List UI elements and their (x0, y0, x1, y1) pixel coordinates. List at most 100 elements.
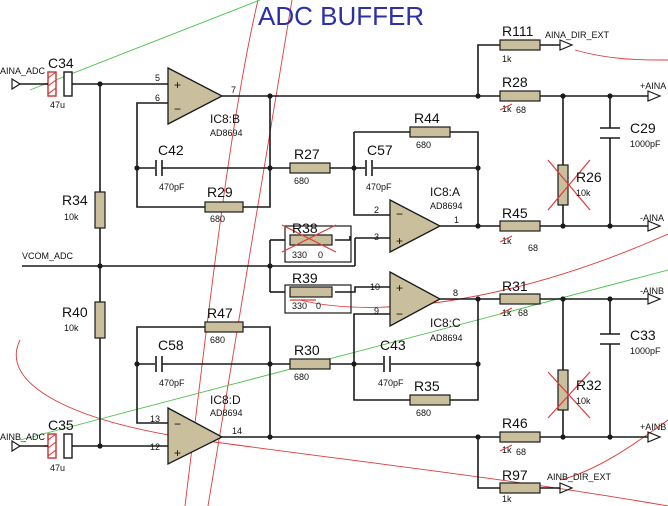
svg-text:680: 680 (210, 335, 225, 345)
resistor-r30: R30 680 (289, 342, 331, 382)
resistor-r29: R29 680 (204, 184, 244, 224)
svg-text:AINA_DIR_EXT: AINA_DIR_EXT (545, 30, 610, 40)
resistor-r31: R31 1k 68 (499, 278, 541, 318)
svg-text:6: 6 (155, 93, 160, 103)
cap-c43: C43 470pF (378, 337, 406, 388)
svg-text:R46: R46 (502, 415, 528, 431)
svg-text:AD8694: AD8694 (430, 201, 463, 211)
guide-curves (15, 0, 668, 506)
opamp-ic8c: + − 10 9 8 IC8:C AD8694 (370, 270, 463, 343)
svg-text:68: 68 (518, 308, 528, 318)
resistor-r34: R34 10k (62, 191, 106, 229)
port-aina-dir-ext: AINA_DIR_EXT (545, 30, 610, 51)
svg-text:AD8694: AD8694 (430, 333, 463, 343)
svg-text:1000pF: 1000pF (630, 139, 661, 149)
svg-text:C33: C33 (630, 327, 656, 343)
svg-text:AINA_ADC: AINA_ADC (0, 66, 46, 76)
svg-text:C29: C29 (630, 120, 656, 136)
resistor-r46: R46 1k 68 (499, 415, 541, 457)
opamp-ic8a: − + 2 3 1 IC8:A AD8694 (374, 185, 463, 254)
resistor-r26: R26 10k (547, 159, 602, 211)
svg-text:3: 3 (374, 232, 379, 242)
svg-text:R30: R30 (294, 342, 320, 358)
svg-text:10k: 10k (64, 212, 79, 222)
svg-text:R28: R28 (502, 74, 528, 90)
junctions (97, 81, 613, 449)
resistor-r47: R47 680 (204, 305, 244, 345)
svg-text:R31: R31 (502, 278, 528, 294)
cap-c33: C33 1000pF (600, 327, 661, 356)
resistor-r44: R44 680 (409, 110, 451, 150)
opamp-ic8b: + − 5 6 7 IC8:B AD8694 (155, 66, 243, 138)
svg-text:C58: C58 (158, 337, 184, 353)
svg-text:R97: R97 (502, 467, 528, 483)
svg-text:+AINB: +AINB (640, 422, 666, 432)
opamp-ic8d: − + 13 12 14 IC8:D AD8694 (150, 393, 243, 466)
svg-text:R45: R45 (502, 205, 528, 221)
port-vcom-adc: VCOM_ADC (22, 251, 74, 261)
svg-text:10: 10 (370, 282, 380, 292)
svg-text:0: 0 (318, 250, 323, 260)
svg-text:+AINA: +AINA (640, 81, 666, 91)
svg-text:12: 12 (150, 442, 160, 452)
svg-text:R35: R35 (414, 378, 440, 394)
cap-c29: C29 1000pF (600, 120, 661, 149)
svg-text:IC8:B: IC8:B (210, 112, 240, 126)
svg-text:R44: R44 (414, 110, 440, 126)
svg-text:C43: C43 (380, 337, 406, 353)
svg-text:AINB_ADC: AINB_ADC (0, 432, 46, 442)
svg-text:−: − (396, 207, 403, 221)
svg-text:680: 680 (210, 214, 225, 224)
resistor-r39: R39 330 0 (284, 270, 352, 314)
port-ainb-adc: AINB_ADC (0, 432, 46, 453)
resistor-r111: R111 1k (499, 23, 541, 64)
svg-text:+: + (174, 78, 181, 92)
svg-text:680: 680 (416, 140, 431, 150)
resistor-r97: R97 1k (499, 467, 541, 504)
svg-text:IC8:C: IC8:C (430, 316, 461, 330)
svg-text:14: 14 (232, 426, 242, 436)
svg-text:680: 680 (294, 372, 309, 382)
svg-text:AD8694: AD8694 (210, 408, 243, 418)
svg-text:5: 5 (155, 73, 160, 83)
svg-text:C42: C42 (158, 142, 184, 158)
resistor-r40: R40 10k (62, 301, 106, 339)
resistor-r45: R45 1k 68 (499, 205, 541, 253)
svg-text:+: + (174, 446, 181, 460)
svg-text:R34: R34 (62, 192, 88, 208)
svg-text:0: 0 (316, 301, 321, 311)
svg-text:−: − (174, 417, 181, 431)
svg-text:8: 8 (453, 288, 458, 298)
cap-c58: C58 470pF (155, 337, 185, 388)
svg-text:IC8:A: IC8:A (430, 185, 460, 199)
resistor-r35: R35 680 (409, 378, 451, 418)
svg-text:470pF: 470pF (159, 182, 185, 192)
port-ainb-pos: +AINB (640, 422, 666, 443)
svg-text:1k: 1k (502, 494, 512, 504)
svg-text:R111: R111 (502, 23, 534, 39)
port-aina-pos: +AINA (640, 81, 666, 102)
svg-text:-AINB: -AINB (640, 286, 664, 296)
svg-text:R26: R26 (576, 169, 602, 185)
svg-text:1k: 1k (502, 308, 512, 318)
svg-text:68: 68 (528, 243, 538, 253)
svg-text:10k: 10k (64, 323, 79, 333)
port-ainb-neg: -AINB (640, 286, 664, 305)
svg-text:47u: 47u (50, 463, 65, 473)
port-ainb-dir-ext: AINB_DIR_EXT (547, 472, 612, 494)
port-aina-adc: AINA_ADC (0, 66, 46, 91)
svg-text:−: − (396, 307, 403, 321)
svg-text:AD8694: AD8694 (210, 128, 243, 138)
cap-c35: C35 47u (44, 417, 74, 473)
svg-text:330: 330 (292, 301, 307, 311)
svg-text:C34: C34 (48, 55, 74, 71)
cap-c34: C34 47u (44, 55, 74, 110)
cap-c57: C57 470pF (365, 142, 393, 192)
svg-text:R27: R27 (294, 146, 320, 162)
port-aina-neg: -AINA (640, 213, 664, 232)
resistor-r38: R38 330 0 (281, 220, 352, 263)
svg-text:10k: 10k (576, 396, 591, 406)
cap-c42: C42 470pF (155, 142, 185, 192)
svg-text:R38: R38 (292, 220, 318, 236)
